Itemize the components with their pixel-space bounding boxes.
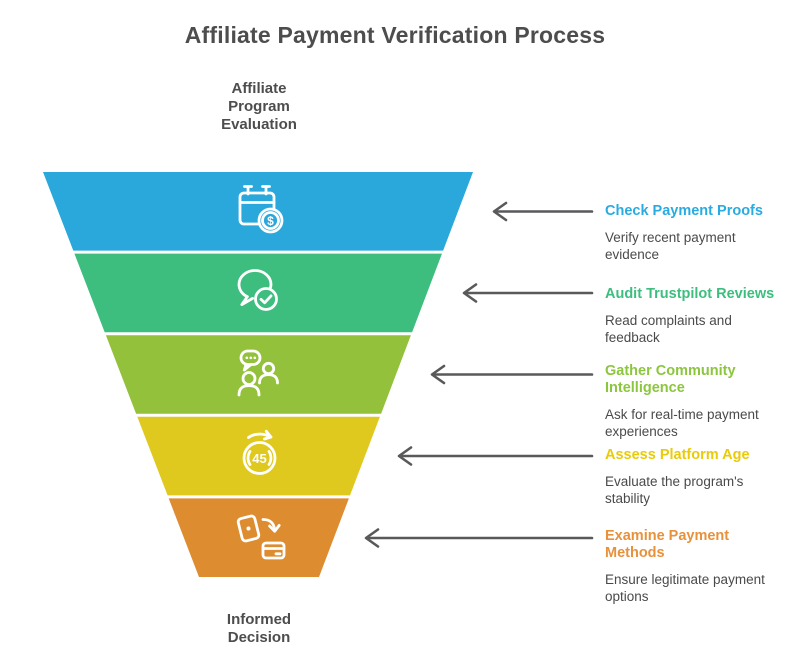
arrow-step-2	[462, 283, 594, 303]
funnel-bottom-label: Informed Decision	[226, 611, 292, 646]
step-heading-5: Examine Payment Methods	[605, 528, 730, 561]
step-description-3: Ask for real-time payment experiences	[605, 407, 759, 439]
step-heading-3: Gather Community Intelligence	[605, 363, 736, 396]
step-heading-2: Audit Trustpilot Reviews	[605, 286, 775, 302]
step-label-1: Check Payment Proofs Verify recent payme…	[605, 203, 800, 263]
connector-arrows	[364, 201, 594, 548]
step-description-1: Verify recent payment evidence	[605, 230, 736, 262]
step-label-5: Examine Payment Methods Ensure legitimat…	[605, 528, 800, 605]
community-people-icon	[237, 349, 279, 397]
step-heading-1: Check Payment Proofs	[605, 203, 763, 219]
step-description-2: Read complaints and feedback	[605, 313, 732, 345]
calendar-dollar-icon: $	[238, 185, 284, 234]
funnel-segment-3	[105, 335, 411, 414]
step-description-5: Ensure legitimate payment options	[605, 572, 765, 604]
funnel-top-label: Affiliate Program Evaluation	[221, 80, 297, 133]
page-title: Affiliate Payment Verification Process	[184, 22, 606, 48]
timer-45-icon: 45	[242, 429, 277, 475]
funnel-segment-4	[137, 416, 380, 496]
funnel-segment-1	[43, 172, 473, 251]
arrow-step-1	[492, 201, 594, 222]
dollar-glyph: $	[267, 214, 274, 228]
arrow-step-5	[364, 528, 594, 548]
arrow-step-3	[430, 364, 594, 385]
funnel-segments	[43, 172, 473, 577]
arrow-step-4	[397, 446, 594, 466]
timer-value: 45	[252, 451, 266, 466]
step-label-2: Audit Trustpilot Reviews Read complaints…	[605, 286, 800, 346]
payment-transfer-icon	[236, 514, 286, 560]
step-label-3: Gather Community Intelligence Ask for re…	[605, 363, 800, 440]
step-description-4: Evaluate the program's stability	[605, 474, 744, 506]
step-heading-4: Assess Platform Age	[605, 447, 750, 463]
step-label-4: Assess Platform Age Evaluate the program…	[605, 447, 800, 507]
chat-check-icon	[237, 269, 278, 311]
